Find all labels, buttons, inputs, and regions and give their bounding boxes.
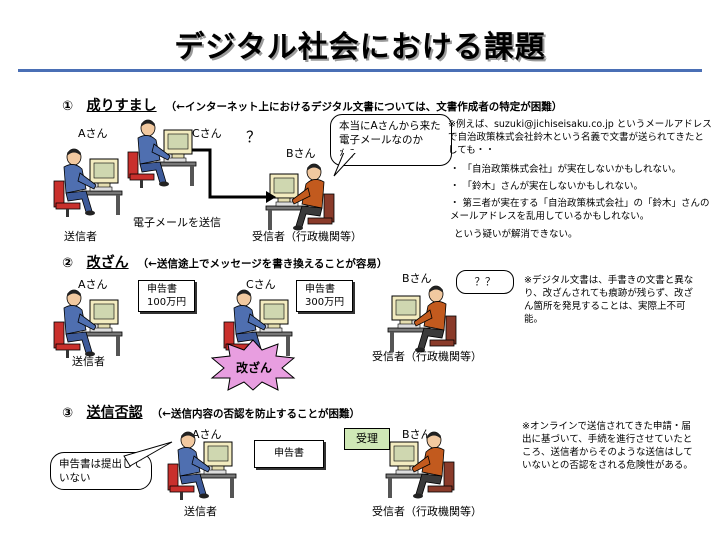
s1-example-lead: ※例えば、suzuki@jichiseisaku.co.jp というメールアドレ… <box>448 119 712 156</box>
section-1-heading: ① 成りすまし （←インターネット上におけるデジタル文書については、文書作成者の… <box>62 95 562 115</box>
s3-receipt-badge: 受理 <box>344 428 390 450</box>
s3-b-san-label: Bさん <box>402 428 432 441</box>
section-2-number: ② <box>62 256 74 271</box>
s1-b-san-label: Bさん <box>286 147 316 160</box>
section-2-heading: ② 改ざん （←送信途上でメッセージを書き換えることが容易） <box>62 252 387 272</box>
s1-conclusion: という疑いが解消できない。 <box>454 229 578 240</box>
s2-sender-label: 送信者 <box>72 355 105 368</box>
section-3-title: 送信否認 <box>86 405 143 421</box>
s3-receiver-person-icon <box>384 428 456 502</box>
s3-sender-label: 送信者 <box>184 505 217 518</box>
page-title: デジタル社会における課題 <box>174 30 546 65</box>
s2-receiver-label: 受信者（行政機関等） <box>372 350 482 363</box>
s2-side-note: ※デジタル文書は、手書きの文書と異なり、改ざんされても痕跡が残らず、改ざん箇所を… <box>524 275 694 325</box>
section-1-number: ① <box>62 99 74 114</box>
s1-question-mark: ？ <box>246 128 262 146</box>
s2-tamper-burst <box>210 339 296 391</box>
section-2-note: （←送信途上でメッセージを書き換えることが容易） <box>137 258 388 270</box>
s3-side-note: ※オンラインで送信されてきた申請・届出に基づいて、手続を進行させていたところ、送… <box>522 421 693 471</box>
s2-confused-bubble: ？？ <box>456 270 514 294</box>
s3-bubble-tail <box>123 441 173 467</box>
section-3-number: ③ <box>62 406 74 421</box>
s3-a-san-label: Aさん <box>192 428 222 441</box>
s2-receiver-person-icon <box>386 282 458 356</box>
section-3-note: （←送信内容の否認を防止することが困難） <box>151 408 360 420</box>
s1-sender-label: 送信者 <box>64 230 97 243</box>
s1-bubble-tail <box>333 150 358 177</box>
s1-c-san-label: Cさん <box>192 127 222 140</box>
section-2-title: 改ざん <box>86 255 129 271</box>
section-3-heading: ③ 送信否認 （←送信内容の否認を防止することが困難） <box>62 402 360 422</box>
s2-a-san-label: Aさん <box>78 278 108 291</box>
s3-receiver-label: 受信者（行政機関等） <box>372 505 482 518</box>
s2-tamper-label: 改ざん <box>236 361 273 375</box>
s1-receiver-label: 受信者（行政機関等） <box>252 230 362 243</box>
s2-b-san-label: Bさん <box>402 272 432 285</box>
s1-bullet-3: ・ 第三者が実在する「自治政策株式会社」の「鈴木」さんのメールアドレスを乱用して… <box>450 198 710 222</box>
s1-bullet-2: ・ 「鈴木」さんが実在しないかもしれない。 <box>450 181 644 192</box>
section-1-title: 成りすまし <box>86 98 157 114</box>
s2-c-san-label: Cさん <box>246 278 276 291</box>
title-underline <box>18 69 702 72</box>
s1-email-label: 電子メールを送信 <box>133 216 221 229</box>
s3-document: 申告書 <box>254 440 324 468</box>
s2-sender-person-icon <box>52 286 124 360</box>
s1-a-san-label: Aさん <box>78 127 108 140</box>
section-1-note: （←インターネット上におけるデジタル文書については、文書作成者の特定が困難） <box>165 101 563 113</box>
s1-bullet-1: ・ 「自治政策株式会社」が実在しないかもしれない。 <box>450 164 682 175</box>
